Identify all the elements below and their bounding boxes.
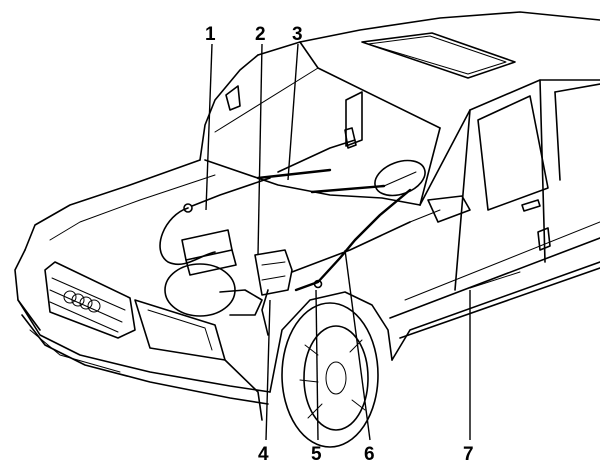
leader-5 <box>315 289 319 441</box>
callout-7: 7 <box>463 444 474 465</box>
callout-4: 4 <box>258 444 269 465</box>
leader-6 <box>344 249 371 441</box>
leader-4 <box>265 299 271 441</box>
front-wheel <box>281 302 379 448</box>
leader-2 <box>257 43 263 256</box>
callout-1: 1 <box>205 24 216 45</box>
callout-6: 6 <box>364 444 375 465</box>
audi-logo <box>63 290 101 313</box>
engine-components <box>159 139 441 336</box>
callout-3: 3 <box>292 24 303 45</box>
leader-lines <box>205 43 471 441</box>
callout-2: 2 <box>255 24 266 45</box>
leader-3 <box>287 43 299 181</box>
car-body <box>14 11 600 448</box>
callout-5: 5 <box>311 444 322 465</box>
callout-labels: 1 2 3 4 5 6 7 <box>205 24 474 465</box>
leader-1 <box>205 43 213 211</box>
